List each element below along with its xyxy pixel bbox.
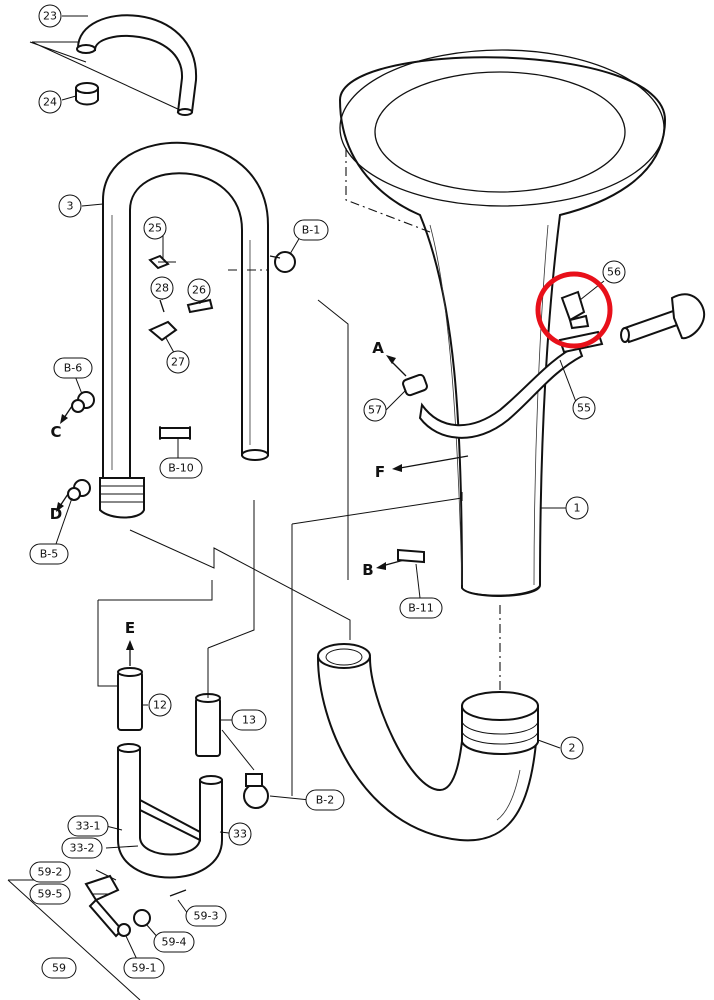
callout-12-text: 12 [153, 699, 167, 712]
arrow-letters: A B C D E F [50, 339, 385, 637]
callout-23-text: 23 [43, 10, 57, 23]
callout-33-1-text: 33-1 [76, 820, 101, 833]
arrow-label-c: C [50, 423, 61, 441]
callout-13-text: 13 [242, 714, 256, 727]
main-u-tube [99, 141, 269, 519]
callout-33-text: 33 [233, 828, 247, 841]
callout-28-text: 28 [155, 282, 169, 295]
arrow-label-a: A [372, 339, 384, 357]
callout-59-5: 59-5 [29, 883, 71, 905]
arrow-label-d: D [50, 505, 62, 523]
callout-28: 28 [150, 276, 174, 300]
callout-33-2-text: 33-2 [70, 842, 95, 855]
callout-59-text: 59 [52, 962, 66, 975]
arrow-label-f: F [375, 463, 385, 481]
callout-59-1: 59-1 [123, 957, 165, 979]
bow-section [316, 605, 540, 842]
callout-b10-text: B-10 [168, 462, 194, 475]
callout-26-text: 26 [192, 284, 206, 297]
callout-57-text: 57 [368, 404, 382, 417]
callout-56-text: 56 [607, 266, 621, 279]
callout-1: 1 [565, 496, 589, 520]
callout-59-3-text: 59-3 [194, 910, 219, 923]
arrow-label-e: E [125, 619, 135, 637]
callout-b11-text: B-11 [408, 602, 434, 615]
callout-13: 13 [231, 709, 267, 731]
callout-23: 23 [38, 4, 62, 28]
callout-57: 57 [363, 398, 387, 422]
callout-55: 55 [572, 396, 596, 420]
callout-b5-text: B-5 [40, 548, 59, 561]
top-crook [29, 14, 198, 116]
leadpipe [402, 330, 604, 439]
callout-2-text: 2 [569, 742, 576, 755]
callout-33: 33 [228, 822, 252, 846]
callout-59-1-text: 59-1 [132, 962, 157, 975]
callout-b6: B-6 [53, 357, 93, 379]
callout-59: 59 [41, 957, 77, 979]
callout-27: 27 [166, 350, 190, 374]
callout-b1: B-1 [293, 219, 329, 241]
callout-24: 24 [38, 90, 62, 114]
callout-1-text: 1 [574, 502, 581, 515]
callout-25: 25 [143, 216, 167, 240]
callout-b6-text: B-6 [64, 362, 83, 375]
callout-b1-text: B-1 [302, 224, 321, 237]
callout-labels: 23 24 3 25 28 26 27 56 57 55 1 12 2 33 B… [29, 4, 626, 979]
bell-section [338, 49, 667, 597]
callout-27-text: 27 [171, 356, 185, 369]
callout-59-2-text: 59-2 [38, 866, 63, 879]
callout-b5: B-5 [29, 543, 69, 565]
callout-b11: B-11 [399, 597, 443, 619]
callout-59-5-text: 59-5 [38, 888, 63, 901]
mouthpiece [620, 293, 706, 344]
callout-3: 3 [58, 194, 82, 218]
callout-56: 56 [602, 260, 626, 284]
callout-25-text: 25 [148, 222, 162, 235]
callout-b2-text: B-2 [316, 794, 335, 807]
callout-26: 26 [187, 278, 211, 302]
callout-2: 2 [560, 736, 584, 760]
callout-59-3: 59-3 [185, 905, 227, 927]
tuning-slides [97, 600, 223, 879]
cap-part-24 [75, 82, 99, 106]
callout-33-2: 33-2 [61, 837, 103, 859]
callout-55-text: 55 [577, 402, 591, 415]
callout-24-text: 24 [43, 96, 57, 109]
callout-3-text: 3 [67, 200, 74, 213]
callout-33-1: 33-1 [67, 815, 109, 837]
callout-59-4: 59-4 [153, 931, 195, 953]
callout-59-4-text: 59-4 [162, 936, 187, 949]
direction-arrows [56, 355, 469, 666]
arrow-label-b: B [362, 561, 373, 579]
small-parts [67, 251, 590, 809]
callout-b2: B-2 [305, 789, 345, 811]
callout-12: 12 [148, 693, 172, 717]
highlight-circle [535, 271, 613, 349]
callout-59-2: 59-2 [29, 861, 71, 883]
callout-b10: B-10 [159, 457, 203, 479]
